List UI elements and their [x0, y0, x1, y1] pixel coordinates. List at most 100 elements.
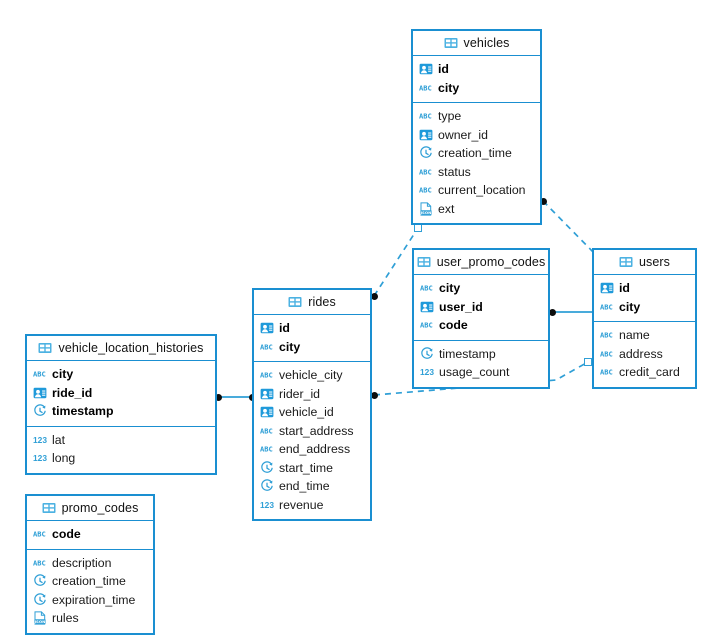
field-row[interactable]: id: [254, 319, 370, 338]
field-name: rider_id: [279, 386, 321, 401]
field-row[interactable]: id: [413, 60, 540, 79]
field-row[interactable]: creation_time: [27, 572, 153, 591]
abc-text-icon: ABC: [260, 368, 274, 382]
field-row[interactable]: 123 long: [27, 449, 215, 468]
field-row[interactable]: ride_id: [27, 384, 215, 403]
field-row[interactable]: creation_time: [413, 144, 540, 163]
table-header[interactable]: vehicle_location_histories: [27, 336, 215, 361]
key-id-icon: [260, 387, 274, 401]
field-row[interactable]: timestamp: [27, 402, 215, 421]
table-header[interactable]: users: [594, 250, 695, 275]
key-id-icon: [260, 321, 274, 335]
field-row[interactable]: start_time: [254, 459, 370, 478]
field-row[interactable]: id: [594, 279, 695, 298]
svg-text:ABC: ABC: [419, 167, 432, 176]
abc-text-icon: ABC: [420, 281, 434, 295]
svg-text:ABC: ABC: [419, 83, 432, 92]
table-name: user_promo_codes: [436, 255, 546, 269]
field-row[interactable]: owner_id: [413, 126, 540, 145]
table-icon: [42, 501, 56, 515]
json-icon: JSON: [33, 611, 47, 625]
field-name: type: [438, 109, 462, 124]
abc-text-icon: ABC: [600, 328, 614, 342]
field-row[interactable]: ABC city: [27, 365, 215, 384]
svg-text:ABC: ABC: [420, 321, 433, 330]
table-header[interactable]: user_promo_codes: [414, 250, 548, 275]
field-row[interactable]: rider_id: [254, 385, 370, 404]
field-row[interactable]: user_id: [414, 298, 548, 317]
field-row[interactable]: ABC end_address: [254, 440, 370, 459]
svg-text:123: 123: [33, 435, 47, 445]
field-name: city: [619, 299, 641, 314]
abc-text-icon: ABC: [33, 367, 47, 381]
field-name: name: [619, 328, 650, 343]
abc-text-icon: ABC: [419, 109, 433, 123]
field-row[interactable]: ABC type: [413, 107, 540, 126]
field-name: city: [439, 281, 461, 296]
field-row[interactable]: timestamp: [414, 345, 548, 364]
abc-text-icon: ABC: [33, 556, 47, 570]
table-header[interactable]: promo_codes: [27, 496, 153, 521]
svg-text:JSON: JSON: [34, 619, 46, 624]
field-row[interactable]: ABC city: [414, 279, 548, 298]
field-name: long: [52, 451, 76, 466]
field-name: city: [279, 339, 301, 354]
number-123-icon: 123: [33, 433, 47, 447]
key-id-icon: [33, 386, 47, 400]
table-header[interactable]: vehicles: [413, 31, 540, 56]
table-name: promo_codes: [61, 501, 139, 515]
field-name: start_time: [279, 460, 333, 475]
field-row[interactable]: ABC name: [594, 326, 695, 345]
field-name: expiration_time: [52, 592, 136, 607]
field-row[interactable]: end_time: [254, 477, 370, 496]
field-name: city: [438, 80, 460, 95]
field-name: ride_id: [52, 385, 93, 400]
table-header[interactable]: rides: [254, 290, 370, 315]
field-row[interactable]: expiration_time: [27, 591, 153, 610]
field-name: city: [52, 367, 74, 382]
svg-text:ABC: ABC: [260, 371, 273, 380]
field-name: code: [439, 318, 468, 333]
abc-text-icon: ABC: [260, 424, 274, 438]
edge-endpoint-dot-from: [548, 308, 556, 316]
abc-text-icon: ABC: [420, 318, 434, 332]
field-name: id: [279, 321, 290, 336]
svg-text:ABC: ABC: [260, 445, 273, 454]
field-name: end_address: [279, 442, 351, 457]
svg-text:123: 123: [33, 453, 47, 463]
abc-text-icon: ABC: [260, 442, 274, 456]
field-row[interactable]: ABC code: [414, 316, 548, 335]
field-row[interactable]: ABC city: [413, 79, 540, 98]
clock-icon: [260, 479, 274, 493]
field-name: creation_time: [438, 146, 512, 161]
key-id-icon: [260, 405, 274, 419]
field-row[interactable]: vehicle_id: [254, 403, 370, 422]
field-name: end_time: [279, 479, 330, 494]
